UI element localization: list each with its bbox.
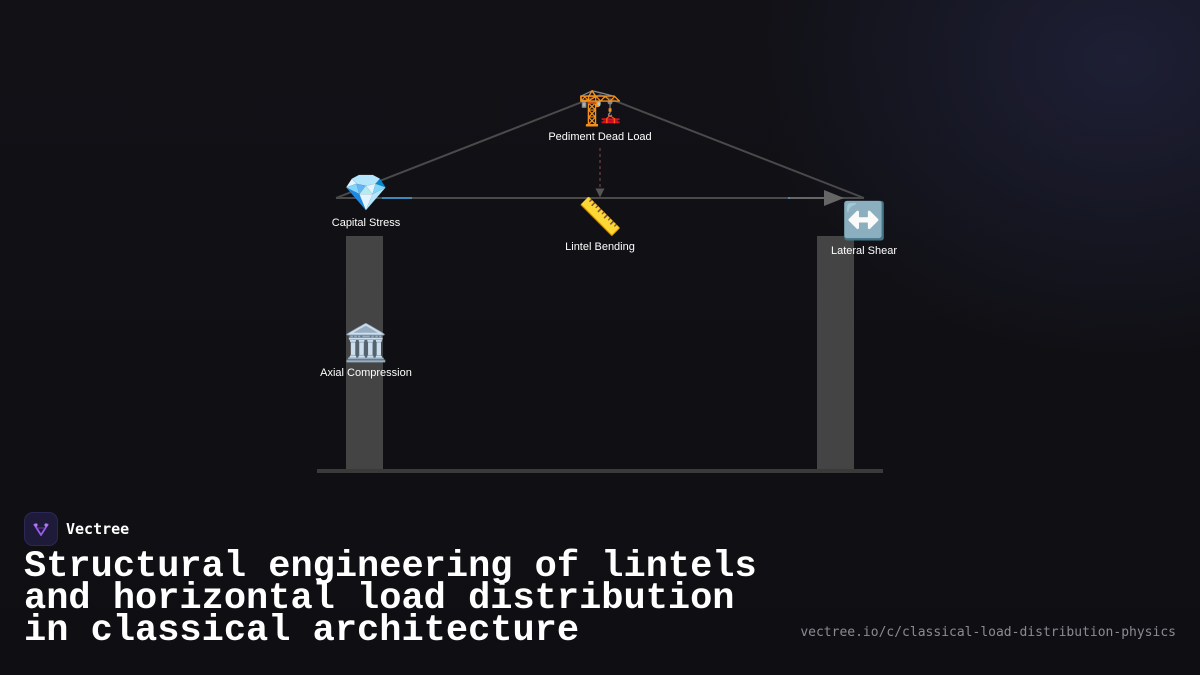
node-lintel-bending: 📏 Lintel Bending: [565, 196, 635, 253]
straight-ruler-icon: 📏: [577, 196, 623, 237]
gem-stone-icon: 💎: [343, 172, 389, 213]
node-label: Lateral Shear: [830, 245, 898, 257]
right-column: [817, 236, 854, 470]
node-capital-stress: 💎 Capital Stress: [332, 172, 400, 229]
node-pediment-dead-load: 🏗️ Pediment Dead Load: [548, 86, 651, 143]
left-column: [346, 236, 383, 470]
node-label: Lintel Bending: [565, 241, 635, 253]
base-platform: [317, 469, 883, 473]
classical-building-icon: 🏛️: [343, 322, 389, 363]
node-label: Capital Stress: [331, 217, 401, 229]
node-lateral-shear: ↔️ Lateral Shear: [831, 200, 897, 257]
brand: Vectree: [24, 512, 129, 546]
construction-crane-icon: 🏗️: [577, 86, 623, 127]
node-label: Axial Compression: [320, 367, 412, 379]
page-url[interactable]: vectree.io/c/classical-load-distribution…: [800, 625, 1176, 640]
node-axial-compression: 🏛️ Axial Compression: [320, 322, 412, 379]
page-title: Structural engineering of lintels and ho…: [24, 546, 757, 652]
left-right-arrow-icon: ↔️: [841, 200, 887, 241]
vectree-logo-icon: [24, 512, 58, 546]
brand-name: Vectree: [66, 520, 130, 538]
pediment-outline: [335, 93, 865, 199]
node-label: Pediment Dead Load: [548, 131, 652, 143]
